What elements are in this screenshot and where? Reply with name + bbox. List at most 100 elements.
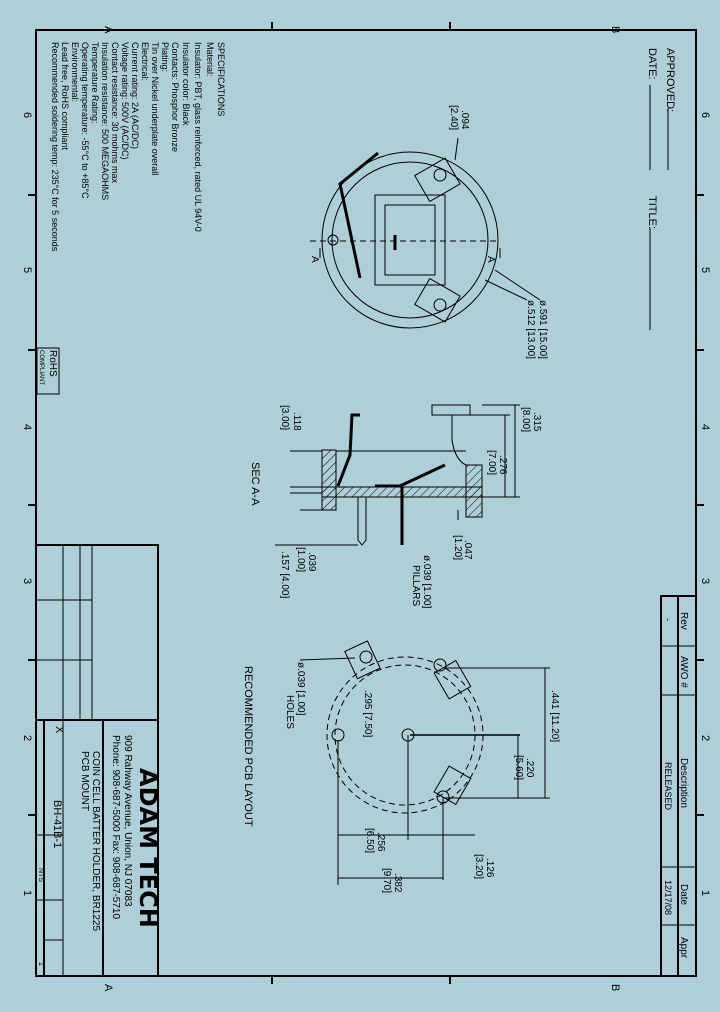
section-label: SEC A-A (249, 462, 261, 506)
approval-fields: APPROVED: DATE: TITLE: (646, 48, 676, 330)
spec-line: Contacts: Phosphor Bronze (170, 42, 180, 152)
dim-039-mm: [1.00] (295, 547, 306, 572)
dim-094: .094 (459, 110, 470, 130)
approved-label: APPROVED: (664, 48, 676, 112)
revision-block: Rev AWO # Description Date Appr - RELEAS… (660, 595, 697, 977)
dim-256-mm: [6.50] (364, 828, 375, 853)
spec-line: Insulator color: Black (181, 42, 191, 126)
dim-094-mm: [2.40] (448, 105, 459, 130)
dim-outer-diameter: ø.591 [15.00] (537, 300, 548, 359)
dim-315-mm: [8.00] (520, 407, 531, 432)
zone-number: 2 (21, 735, 33, 741)
title-block: ADAM TECH 909 Rahway Avenue, Union, NJ 0… (35, 544, 162, 977)
zone-number: 6 (21, 112, 33, 118)
spec-line: Recommended soldering temp: 235°C for 5 … (50, 42, 60, 252)
drawing-frame (28, 22, 704, 984)
holes-label: HOLES (284, 695, 295, 729)
specs-heading: SPECIFICATIONS (216, 42, 226, 116)
section-mark: A (309, 256, 320, 263)
zone-number: 3 (699, 578, 711, 584)
company-name: ADAM TECH (134, 768, 162, 928)
spec-line: Environmental: (70, 42, 80, 102)
date-header: Date (678, 884, 689, 906)
zone-number: 5 (21, 267, 33, 273)
rohs-compliant-text: COMPLIANT (38, 350, 44, 385)
zone-number: 4 (699, 424, 711, 430)
zone-letter: B (609, 984, 621, 991)
zone-number: 1 (699, 890, 711, 896)
dim-256: .256 (375, 832, 386, 852)
title-label: TITLE: (646, 196, 658, 229)
dim-382: .382 (392, 873, 403, 893)
rev-value: - (663, 618, 673, 621)
description-header: Description (678, 758, 689, 808)
dim-039: .039 (306, 552, 317, 572)
zone-number: 6 (699, 112, 711, 118)
zone-letter: B (609, 26, 621, 33)
section-mark: A (485, 256, 496, 263)
awo-header: AWO # (678, 656, 689, 688)
dim-118-mm: [3.00] (279, 405, 290, 430)
sheet-value: 1 (37, 962, 44, 966)
spec-line: Operating temperature: -55°C to +85°C (80, 42, 90, 199)
zone-number: 4 (21, 424, 33, 430)
spec-line: Material: (205, 42, 215, 77)
dim-047-mm: [1.20] (452, 535, 463, 560)
dim-inner-diameter: ø.512 [13.00] (525, 300, 536, 359)
dim-220: .220 (524, 758, 535, 778)
spec-line: Lead free, RoHS compliant (60, 42, 70, 151)
part-number: BH-41B-1 (51, 800, 63, 848)
company-phone: Phone: 908-687-5000 Fax: 908-687-5710 (110, 735, 121, 919)
dim-220-mm: [5.60] (513, 755, 524, 780)
spec-line: Electrical: (140, 42, 150, 81)
rev-header: Rev (678, 612, 689, 630)
dim-126: .126 (484, 858, 495, 878)
dim-047: .047 (462, 540, 473, 560)
section-view: .118 [3.00] .315 [8.00] .276 [7.00] SEC … (249, 404, 542, 609)
pcb-layout-label: RECOMMENDED PCB LAYOUT (242, 666, 254, 827)
appr-header: Appr (678, 937, 689, 959)
spec-line: Plating: (160, 42, 170, 72)
zone-letter: A (102, 26, 114, 34)
dim-126-mm: [3.20] (473, 854, 484, 879)
spec-line: Insulation resistance: 500 MEGAOHMS (100, 42, 110, 200)
description-value: RELEASED (663, 762, 673, 811)
size-value: X (53, 726, 65, 734)
dim-441: .441 [11.20] (549, 690, 560, 742)
company-address: 909 Rahway Avenue, Union, NJ 07083 (122, 735, 133, 907)
dim-315: .315 (531, 412, 542, 432)
zone-number: 1 (21, 890, 33, 896)
dim-382-mm: [9.70] (381, 868, 392, 893)
dim-295: .295 [7.50] (362, 690, 373, 737)
pillars-label: PILLARS (410, 565, 421, 606)
drawing-subtitle: PCB MOUNT (79, 751, 90, 811)
date-label: DATE: (646, 48, 658, 80)
holes-dim: ø.039 [1.00] (295, 662, 306, 716)
zone-number: 5 (699, 267, 711, 273)
spec-line: Tin over Nickel underplate overall (150, 42, 160, 175)
top-view: A A .094 [2.40] ø.591 [15.00] ø.512 [13.… (309, 105, 548, 359)
spec-line: Temperature Rating: (90, 42, 100, 124)
dim-276: .276 (497, 455, 508, 475)
spec-line: Voltage rating: 500V (AC/DC) (120, 42, 130, 160)
spec-line: Contact resistance: 30 mohms max (110, 42, 120, 184)
date-value: 12/17/08 (663, 880, 673, 915)
dim-118: .118 (291, 412, 302, 431)
pillars-dim: ø.039 [1.00] (421, 555, 432, 609)
specifications: SPECIFICATIONS Material: Insulator: PBT,… (50, 42, 226, 252)
spec-line: Current rating: 2A (AC/DC) (130, 42, 140, 149)
rohs-text: RoHS (47, 350, 58, 377)
scale-value: NTS (37, 868, 44, 882)
zone-letter: A (102, 984, 114, 992)
dim-157: .157 [4.00] (279, 551, 290, 598)
zone-number: 2 (699, 735, 711, 741)
pcb-layout: RECOMMENDED PCB LAYOUT ø.039 [1.00] HOLE… (242, 640, 560, 893)
spec-line: Insulator: PBT, glass reinforced, rated … (193, 42, 203, 232)
zone-number: 3 (21, 578, 33, 584)
rohs-badge: RoHS COMPLIANT (36, 347, 60, 395)
drawing-title: COIN CELL BATTER HOLDER, BR1225 (90, 751, 101, 931)
dim-276-mm: [7.00] (486, 450, 497, 475)
zone-labels: A B A B 6 5 4 3 2 1 6 5 4 3 2 1 (21, 26, 711, 992)
